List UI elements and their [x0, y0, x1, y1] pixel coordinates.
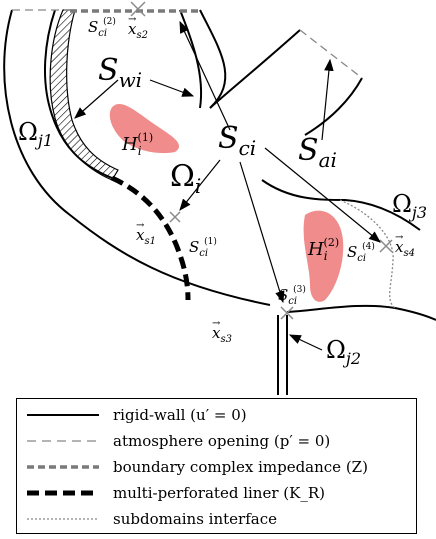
left-wall-hatch — [49, 9, 119, 181]
heat-region-1[interactable] — [109, 104, 180, 154]
legend-sample-subdomain-interface — [27, 518, 99, 520]
legend-text-perforated-liner: multi-perforated liner (K_R) — [113, 484, 325, 502]
arrow-sci-to-s4 — [264, 147, 381, 243]
vec-arrow-xs2: → — [128, 14, 137, 25]
arrow-swi-to-wedge — [149, 79, 195, 97]
legend-item-complex-impedance: boundary complex impedance (Z) — [17, 455, 416, 479]
arrow-sai — [321, 58, 334, 141]
mid-right-wall — [261, 179, 421, 231]
label-sci-3: Sci(3) — [278, 284, 306, 307]
legend-item-atmosphere-opening: atmosphere opening (p′ = 0) — [17, 429, 416, 453]
legend-item-subdomain-interface: subdomains interface — [17, 507, 416, 531]
legend-item-perforated-liner: multi-perforated liner (K_R) — [17, 481, 416, 505]
legend-text-subdomain-interface: subdomains interface — [113, 510, 277, 528]
legend-sample-rigid-wall — [27, 414, 99, 416]
vec-arrow-xs4: → — [395, 232, 404, 243]
domain-sketch: Swi Sci Sai Ωi Ωj1 Ωj2 Ωj3 Hi(1) Hi(2) S… — [3, 1, 436, 395]
central-wedge-left-wall — [179, 9, 203, 109]
label-swi: Swi — [98, 53, 142, 92]
arrow-sci-to-s3 — [239, 161, 285, 304]
label-sai: Sai — [298, 133, 337, 172]
label-heat-2: Hi(2) — [307, 236, 339, 263]
legend-text-rigid-wall: rigid-wall (u′ = 0) — [113, 406, 247, 424]
arrow-swi-to-hatch — [74, 79, 119, 119]
source-marker-1[interactable] — [169, 211, 181, 223]
label-sci-4: Sci(4) — [347, 241, 375, 264]
label-omega-j1: Ωj1 — [18, 118, 53, 150]
label-xs4: xs4 — [395, 238, 415, 259]
subdomain-interface-right — [339, 199, 396, 309]
vec-arrow-xs1: → — [136, 220, 145, 231]
label-sci-2: Sci(2) — [88, 16, 116, 39]
arrow-omega-j2 — [288, 334, 323, 351]
legend-item-rigid-wall: rigid-wall (u′ = 0) — [17, 403, 416, 427]
legend-sample-atmosphere-opening — [27, 440, 99, 442]
upper-right-chamber-wall — [209, 29, 301, 109]
atmosphere-opening-right — [299, 29, 363, 79]
source-marker-2[interactable] — [130, 1, 146, 17]
lower-right-wall — [286, 304, 436, 321]
perforated-liner — [110, 175, 191, 301]
vec-arrow-xs3: → — [212, 318, 221, 329]
label-xs1: xs1 — [136, 226, 156, 247]
arrow-sci-to-s1 — [179, 159, 221, 211]
source-marker-4[interactable] — [379, 239, 393, 253]
legend-text-atmosphere-opening: atmosphere opening (p′ = 0) — [113, 432, 331, 450]
label-omega-j3: Ωj3 — [392, 190, 427, 222]
label-sci-1: Sci(1) — [189, 236, 217, 259]
legend: rigid-wall (u′ = 0) atmosphere opening (… — [16, 398, 417, 534]
legend-sample-perforated-liner — [27, 490, 99, 496]
source-marker-3[interactable] — [280, 306, 294, 320]
arrow-sci-to-top — [179, 20, 231, 131]
label-heat-1: Hi(1) — [121, 131, 153, 158]
central-wedge-right-wall — [199, 9, 227, 109]
legend-sample-complex-impedance — [27, 465, 99, 469]
legend-text-complex-impedance: boundary complex impedance (Z) — [113, 458, 368, 476]
label-sci: Sci — [218, 121, 256, 160]
label-xs2: xs2 — [128, 20, 148, 41]
label-xs3: xs3 — [212, 324, 232, 345]
heat-region-2[interactable] — [303, 210, 344, 302]
right-chamber-wall — [304, 77, 363, 136]
label-omega-i: Ωi — [170, 159, 201, 198]
label-omega-j2: Ωj2 — [326, 336, 361, 368]
